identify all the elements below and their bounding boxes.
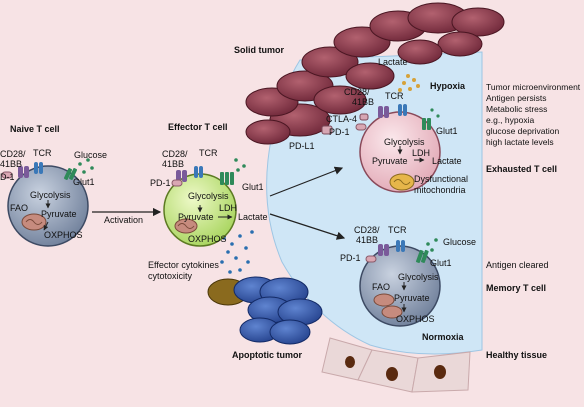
exhausted-tcr-label: TCR [385, 91, 404, 101]
exhausted-t-cell-title: Exhausted T cell [486, 164, 558, 174]
pd-l1-label: PD-L1 [289, 141, 315, 151]
effector-cd28-label: CD28/ [162, 149, 188, 159]
healthy-tissue-cells [321, 337, 471, 393]
naive-glycolysis-label: Glycolysis [30, 190, 71, 200]
exhausted-pd1-label: PD-1 [329, 127, 350, 137]
memory-glucose-label: Glucose [443, 237, 477, 247]
mitochondria-label: mitochondria [414, 185, 466, 195]
tme-line-3: Metabolic stress [486, 104, 548, 114]
glucose-dots-effector [234, 158, 246, 172]
cytotoxicity-label: cytotoxicity [148, 271, 193, 281]
memory-glut1-label: Glut1 [430, 258, 452, 268]
memory-pd1-label: PD-1 [340, 253, 361, 263]
tme-line-2: Antigen persists [486, 93, 547, 103]
naive-oxphos-label: OXPHOS [44, 230, 83, 240]
naive-pyruvate-label: Pyruvate [41, 209, 77, 219]
memory-t-cell [359, 240, 441, 327]
exhausted-glycolysis-label: Glycolysis [384, 137, 425, 147]
effector-tcr-label: TCR [199, 148, 218, 158]
exhausted-41bb-label: 41BB [352, 97, 375, 107]
glucose-dots-naive [78, 158, 94, 174]
tumor-lactate-label: Lactate [378, 57, 408, 67]
memory-tcr-label: TCR [388, 225, 407, 235]
effector-t-cell [163, 166, 237, 247]
healthy-tissue-title: Healthy tissue [486, 350, 548, 360]
memory-oxphos-label: OXPHOS [396, 314, 435, 324]
naive-t-cell [1, 162, 89, 247]
effector-t-cell-title: Effector T cell [168, 122, 228, 132]
glucose-dots-memory [426, 238, 438, 252]
lactate-dots [398, 74, 420, 92]
exhausted-lactate-label: Lactate [432, 156, 462, 166]
effector-glycolysis-label: Glycolysis [188, 191, 229, 201]
solid-tumor-title: Solid tumor [234, 45, 284, 55]
naive-fao-label: FAO [10, 203, 29, 213]
memory-cd28-label: CD28/ [354, 225, 380, 235]
effector-41bb-label: 41BB [162, 159, 185, 169]
effector-oxphos-label: OXPHOS [188, 234, 227, 244]
cytokine-dots [220, 230, 254, 274]
memory-pyruvate-label: Pyruvate [394, 293, 430, 303]
normoxia-label: Normoxia [422, 332, 464, 342]
naive-41bb-label: 41BB [0, 159, 23, 169]
exhausted-glut1-label: Glut1 [436, 126, 458, 136]
memory-fao-label: FAO [372, 282, 391, 292]
tme-line-5: glucose deprivation [486, 126, 560, 136]
naive-t-cell-title: Naive T cell [10, 124, 60, 134]
effector-cytokines-label: Effector cytokines [148, 260, 219, 270]
dysfunctional-label: Dysfunctional [414, 174, 469, 184]
activation-label: Activation [104, 215, 144, 225]
tme-description: Tumor microenvironment Antigen persists … [486, 82, 580, 148]
ctla4-label: CTLA-4 [326, 114, 358, 124]
memory-t-cell-title: Memory T cell [486, 283, 547, 293]
effector-glut1-label: Glut1 [242, 182, 264, 192]
effector-pyruvate-label: Pyruvate [178, 212, 214, 222]
naive-glucose-label: Glucose [74, 150, 108, 160]
naive-cd28-label: CD28/ [0, 149, 26, 159]
effector-ldh-label: LDH [219, 203, 238, 213]
tme-line-6: high lactate levels [486, 137, 554, 147]
memory-41bb-label: 41BB [356, 235, 379, 245]
exhausted-ldh-label: LDH [412, 148, 431, 158]
arrow-to-memory [269, 213, 346, 240]
exhausted-cd28-label: CD28/ [344, 87, 370, 97]
apoptotic-tumor-title: Apoptotic tumor [232, 350, 302, 360]
exhausted-t-cell [355, 104, 441, 193]
pd-l1-ligand [321, 125, 333, 135]
tme-line-1: Tumor microenvironment [486, 82, 581, 92]
naive-tcr-label: TCR [33, 148, 52, 158]
naive-glut1-label: Glut1 [73, 177, 95, 187]
tme-line-4: e.g., hypoxia [486, 115, 535, 125]
memory-glycolysis-label: Glycolysis [398, 272, 439, 282]
exhausted-pyruvate-label: Pyruvate [372, 156, 408, 166]
naive-pd1-label: D-1 [0, 172, 15, 182]
hypoxia-label: Hypoxia [430, 81, 466, 91]
apoptotic-tumor-cells [207, 276, 323, 345]
antigen-cleared-label: Antigen cleared [486, 260, 549, 270]
effector-pd1-label: PD-1 [150, 178, 171, 188]
effector-lactate-label: Lactate [238, 212, 268, 222]
solid-tumor-cells [245, 2, 505, 145]
arrow-to-exhausted [269, 166, 344, 197]
glucose-dots-exhausted [430, 108, 440, 118]
